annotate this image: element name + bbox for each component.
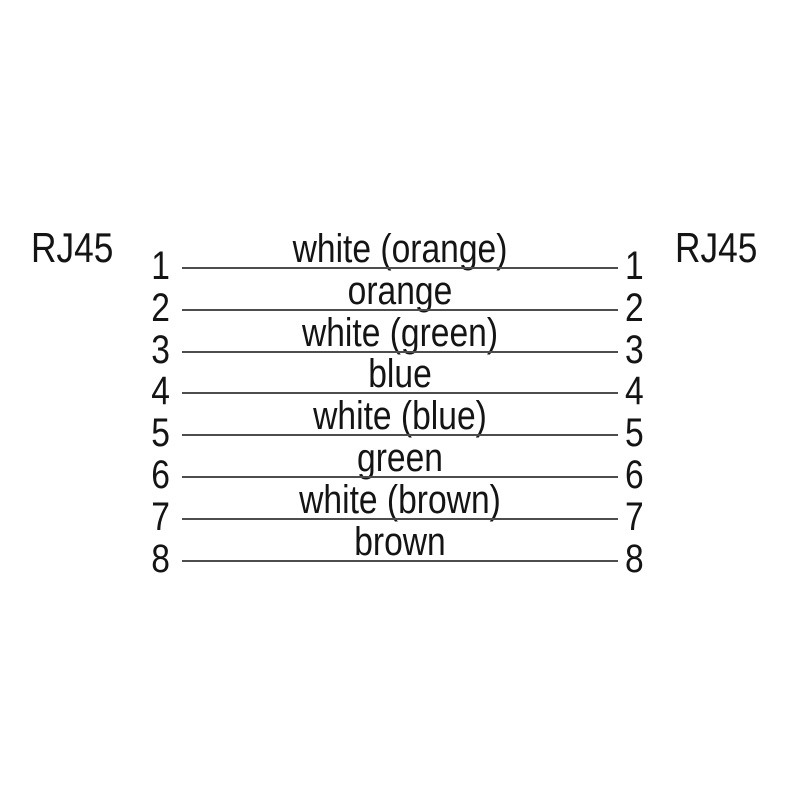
wire-line — [182, 476, 618, 478]
wire-line — [182, 351, 618, 353]
pin-number-right: 1 — [625, 244, 644, 288]
pin-number-left: 5 — [151, 411, 170, 455]
pin-number-left: 8 — [151, 537, 170, 581]
wire-line — [182, 560, 618, 562]
pin-number-right: 6 — [625, 453, 644, 497]
wire-color-label: white (brown) — [299, 478, 501, 522]
pin-number-right: 4 — [625, 369, 644, 413]
wire-color-label: blue — [368, 352, 432, 396]
wire-color-label: brown — [354, 520, 446, 564]
right-connector-label: RJ45 — [675, 224, 758, 271]
pin-number-left: 4 — [151, 369, 170, 413]
wire-color-label: green — [357, 436, 443, 480]
wire-line — [182, 309, 618, 311]
pin-number-right: 5 — [625, 411, 644, 455]
wire-line — [182, 518, 618, 520]
wire-color-label: white (green) — [301, 311, 499, 355]
pin-number-right: 2 — [625, 286, 644, 330]
pin-number-left: 1 — [151, 244, 170, 288]
pin-number-right: 8 — [625, 537, 644, 581]
pin-number-left: 2 — [151, 286, 170, 330]
wire-line — [182, 267, 618, 269]
wire-color-label: orange — [347, 269, 453, 313]
wire-color-label: white (orange) — [292, 227, 508, 271]
wire-line — [182, 392, 618, 394]
pin-number-left: 7 — [151, 495, 170, 539]
wire-line — [182, 434, 618, 436]
left-connector-label: RJ45 — [31, 224, 114, 271]
pin-number-left: 3 — [151, 328, 170, 372]
pin-number-left: 6 — [151, 453, 170, 497]
pin-number-right: 7 — [625, 495, 644, 539]
wire-color-label: white (blue) — [313, 394, 487, 438]
pin-number-right: 3 — [625, 328, 644, 372]
